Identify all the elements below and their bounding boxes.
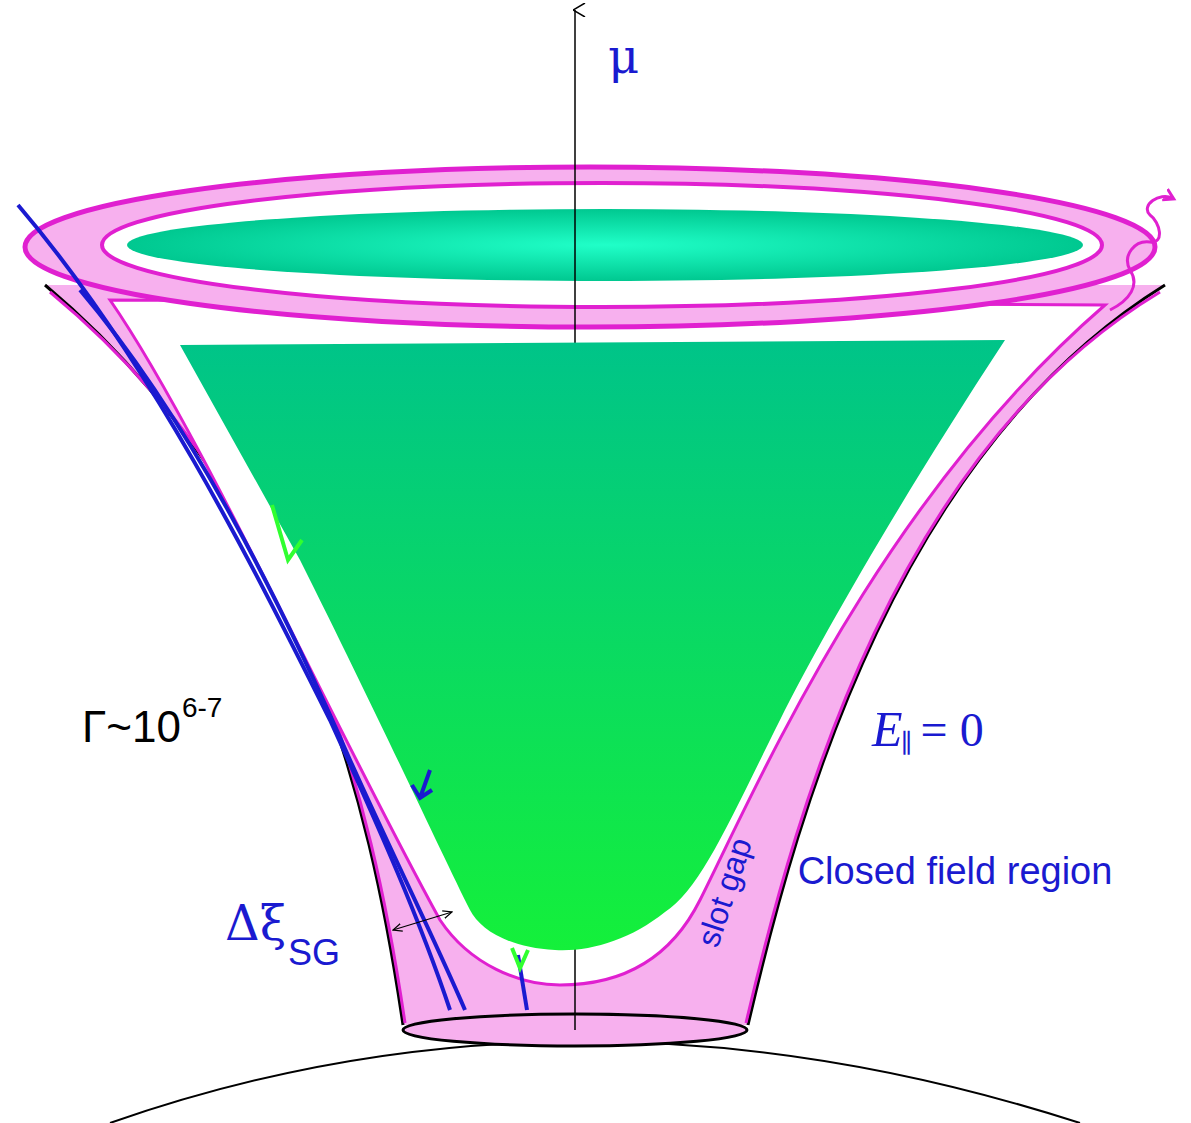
subscript: ∥ [901,728,913,758]
field-value: = 0 [921,702,984,757]
gap-width: Δξ [225,895,286,951]
lorentz-factor: Γ~10 [82,702,181,752]
exponent: 6-7 [182,692,222,724]
subscript: SG [288,932,340,974]
axis-label: μ [608,28,639,84]
field-symbol: E [872,700,903,758]
region-label: Closed field region [790,848,1120,896]
